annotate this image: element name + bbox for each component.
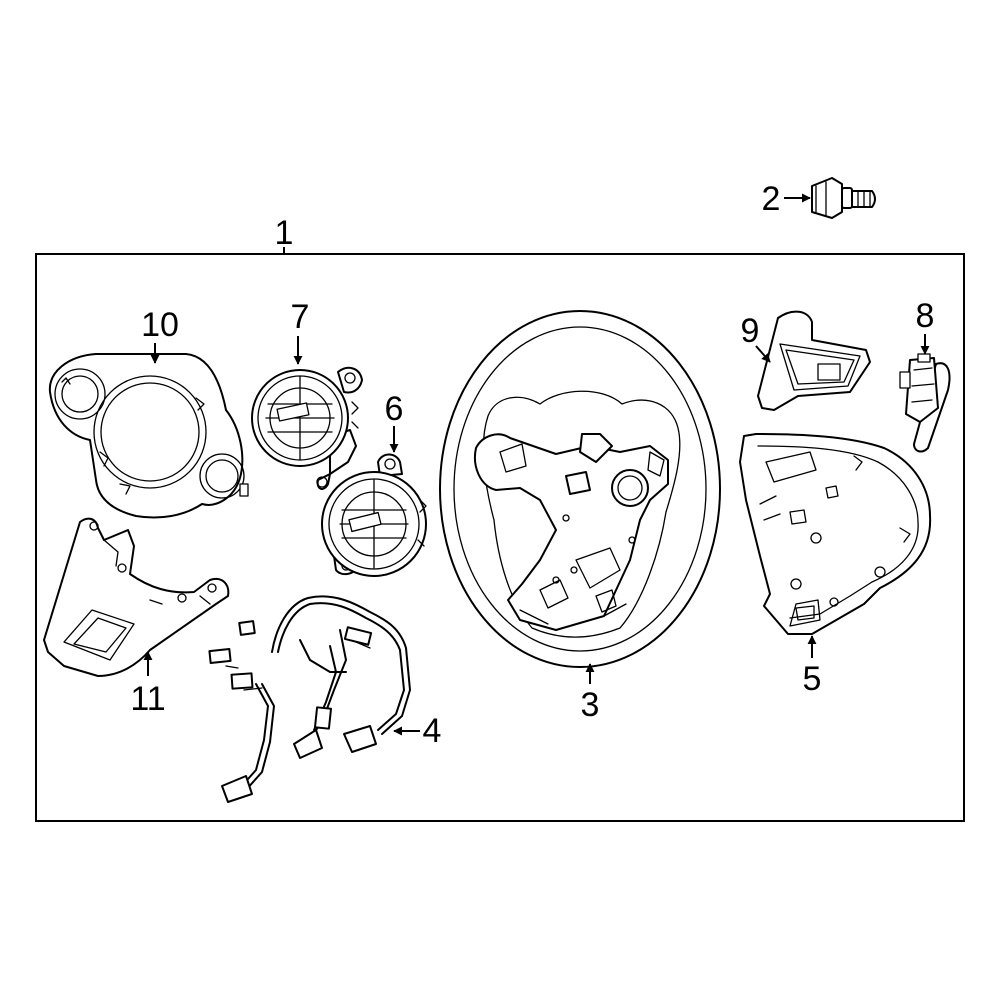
callout-labels: 1 2 3 4 5 6 7 8 9 10 11: [130, 180, 934, 750]
lower-trim-cover-icon: [43, 517, 230, 677]
assembly-frame: [35, 253, 965, 822]
callout-10: 10: [141, 306, 179, 344]
callout-8: 8: [916, 297, 935, 335]
callout-3: 3: [581, 686, 600, 724]
callout-9: 9: [741, 312, 760, 350]
wiring-harness-icon: [208, 595, 411, 803]
callout-4: 4: [423, 712, 442, 750]
bolt-icon: [811, 177, 876, 219]
paddle-switch-icon: [899, 353, 951, 453]
switch-icon: [321, 453, 427, 577]
callout-5: 5: [803, 660, 822, 698]
trim-bezel-icon: [757, 310, 871, 411]
upper-trim-cover-icon: [48, 353, 249, 519]
rear-cover-icon: [739, 433, 932, 635]
callout-7: 7: [291, 298, 310, 336]
callout-1: 1: [275, 214, 294, 252]
switch-icon: [251, 366, 363, 490]
steering-wheel-icon: [439, 310, 721, 668]
callout-9-arrow: [755, 345, 771, 363]
callout-6: 6: [385, 390, 404, 428]
callout-11: 11: [130, 680, 165, 718]
callout-2: 2: [762, 180, 781, 218]
